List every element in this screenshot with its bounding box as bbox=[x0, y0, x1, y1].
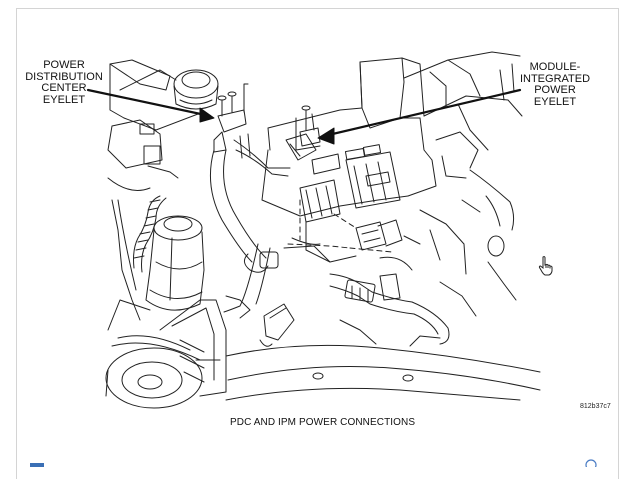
pulley bbox=[105, 299, 203, 409]
callout-line: DISTRIBUTION bbox=[25, 70, 103, 83]
ipm-eyelet-callout: MODULE- INTEGRATED POWER EYELET bbox=[510, 61, 600, 108]
figure-id: 812b37c7 bbox=[580, 403, 611, 410]
coiled-harness bbox=[133, 195, 167, 273]
main-harness bbox=[209, 133, 317, 313]
figure-caption: PDC AND IPM POWER CONNECTIONS bbox=[230, 417, 416, 428]
document-icon[interactable] bbox=[30, 461, 44, 467]
routing-dashes bbox=[287, 199, 393, 253]
pdc-eyelet-callout: POWER DISTRIBUTION CENTER EYELET bbox=[20, 59, 108, 106]
callout-line: EYELET bbox=[42, 93, 86, 106]
frame-rail bbox=[225, 319, 541, 401]
right-structure bbox=[403, 51, 523, 317]
lower-harness bbox=[283, 237, 450, 345]
frame-bracket bbox=[159, 299, 227, 397]
document-viewport: POWER DISTRIBUTION CENTER EYELET MODULE-… bbox=[16, 8, 619, 479]
engine-bay-illustration bbox=[86, 51, 541, 409]
callout-line: CENTER bbox=[41, 82, 87, 94]
left-structure bbox=[107, 59, 199, 321]
lower-connector bbox=[225, 295, 295, 347]
callout-line: MODULE- bbox=[529, 61, 581, 73]
ipm-relays bbox=[299, 151, 403, 263]
ipm-eyelet-stud bbox=[299, 105, 321, 147]
power-distribution-center bbox=[261, 57, 437, 217]
leader-arrows bbox=[86, 88, 522, 145]
pdc-eyelet-stud bbox=[213, 83, 251, 159]
fluid-reservoir bbox=[145, 215, 205, 311]
callout-line: INTEGRATED bbox=[519, 72, 591, 85]
hand-pointer-icon bbox=[538, 256, 553, 276]
help-icon[interactable] bbox=[585, 459, 597, 467]
callout-line: POWER bbox=[534, 84, 576, 96]
callout-line: EYELET bbox=[533, 95, 577, 108]
coolant-reservoir bbox=[119, 69, 219, 110]
figure-frame bbox=[16, 8, 619, 479]
callout-line: POWER bbox=[43, 59, 85, 71]
